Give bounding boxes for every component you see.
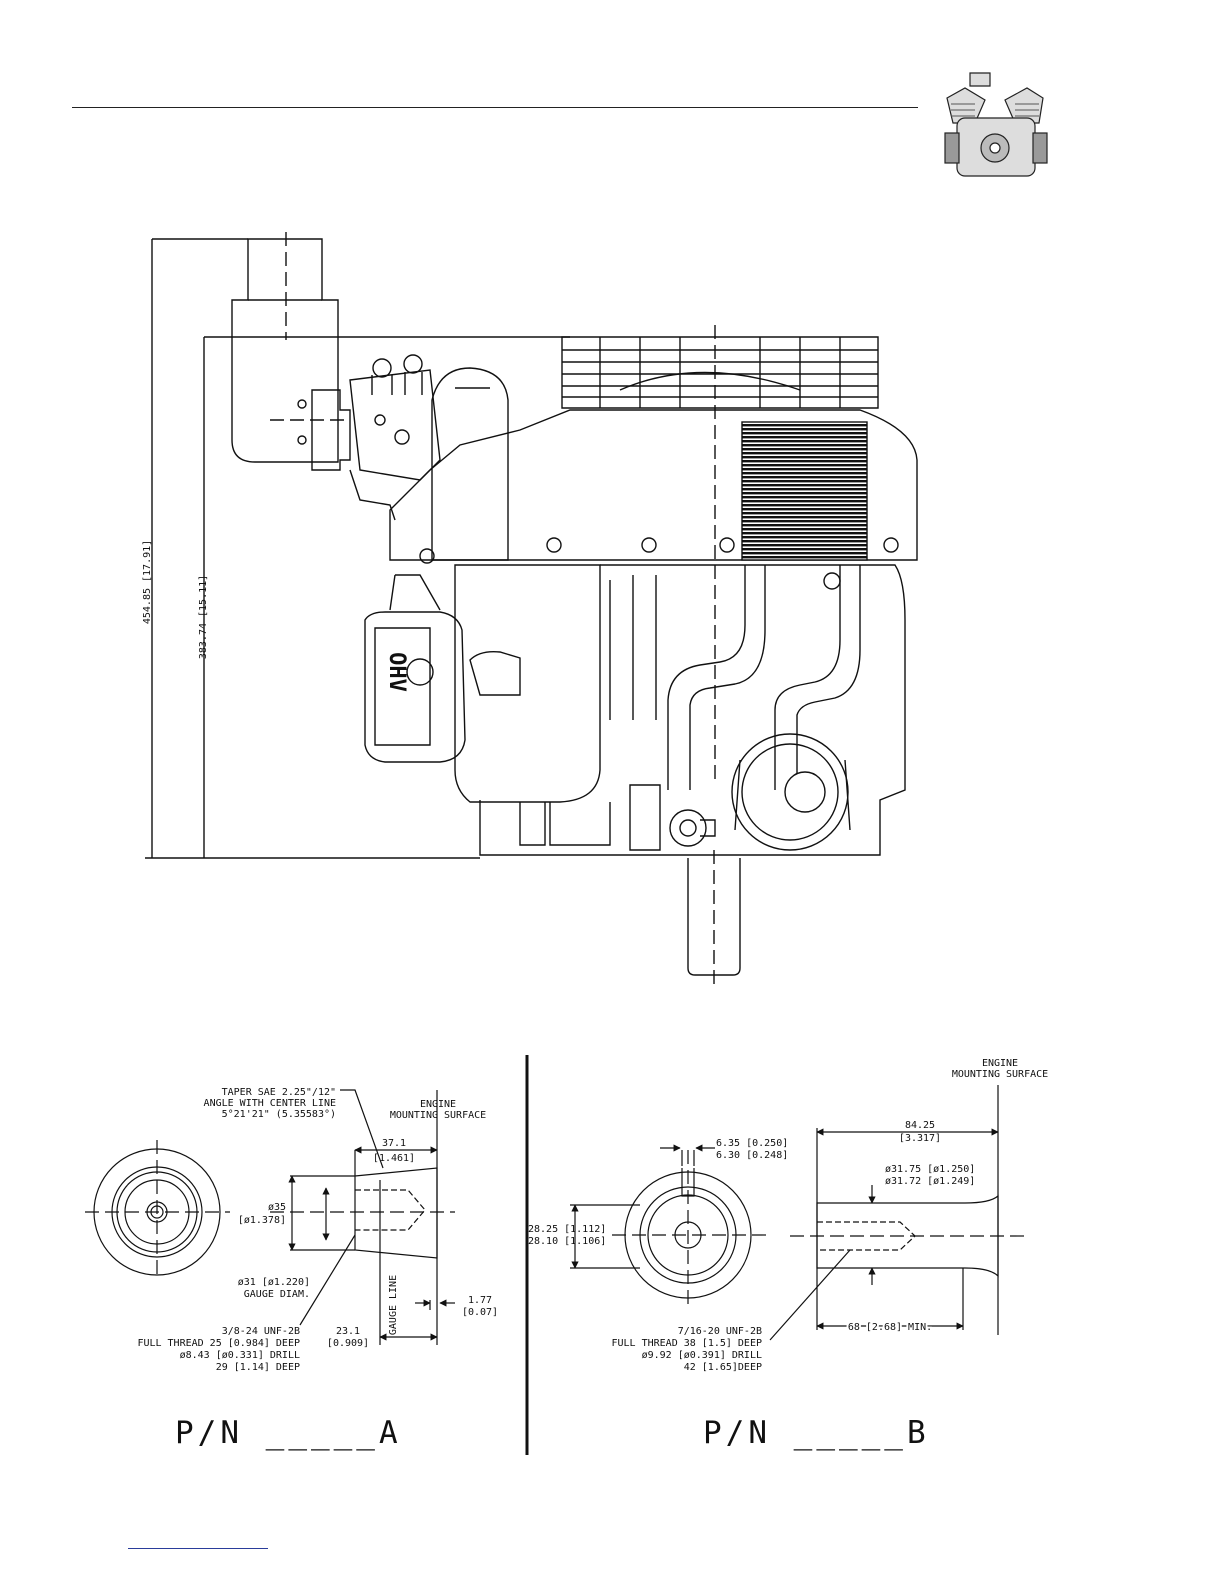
key-width-dim-2: 6.30 [0.248] bbox=[716, 1150, 788, 1161]
overall-height-dim: 454.85 [17.91] bbox=[142, 540, 153, 624]
part-number-b: P/N _____B bbox=[703, 1415, 930, 1451]
part-number-a: P/N _____A bbox=[175, 1415, 402, 1451]
gauge-len-dim-1: 23.1 bbox=[336, 1326, 360, 1337]
thread-note-a-2: FULL THREAD 25 [0.984] DEEP bbox=[137, 1338, 300, 1349]
length-dim-a-1: 37.1 bbox=[382, 1138, 406, 1149]
detail-b-labels: ENGINE MOUNTING SURFACE 6.35 [0.250] 6.3… bbox=[528, 1058, 1048, 1373]
diameter-dim-a-2: [ø1.378] bbox=[238, 1215, 286, 1226]
detail-b-drawing bbox=[570, 1085, 1025, 1341]
detail-a-drawing bbox=[85, 1089, 455, 1345]
offset-dim-1: 1.77 bbox=[468, 1295, 492, 1306]
thread-note-a-4: 29 [1.14] DEEP bbox=[216, 1362, 300, 1373]
footer-link-rule[interactable] bbox=[128, 1548, 268, 1549]
engine-side-view bbox=[145, 232, 918, 985]
taper-note-line-1: TAPER SAE 2.25"/12" bbox=[222, 1087, 336, 1098]
mounting-height-dim: 383.74 [15.11] bbox=[198, 575, 209, 659]
taper-note-line-3: 5°21'21" (5.35583°) bbox=[222, 1109, 336, 1120]
key-height-dim-2: 28.10 [1.106] bbox=[528, 1236, 606, 1247]
engine-surface-b-line-1: ENGINE bbox=[982, 1058, 1018, 1069]
engine-surface-a-line-2: MOUNTING SURFACE bbox=[390, 1110, 486, 1121]
engine-thumbnail-icon bbox=[944, 72, 1048, 177]
key-width-dim-1: 6.35 [0.250] bbox=[716, 1138, 788, 1149]
length-dim-a-2: [1.461] bbox=[373, 1153, 415, 1164]
thread-note-a-1: 3/8-24 UNF-2B bbox=[222, 1326, 300, 1337]
thread-note-b-3: ø9.92 [ø0.391] DRILL bbox=[642, 1350, 762, 1361]
diameter-dim-b-1: ø31.75 [ø1.250] bbox=[885, 1164, 975, 1175]
diameter-dim-a-1: ø35 bbox=[268, 1202, 286, 1213]
diameter-dim-b-2: ø31.72 [ø1.249] bbox=[885, 1176, 975, 1187]
key-height-dim-1: 28.25 [1.112] bbox=[528, 1224, 606, 1235]
engine-surface-a-line-1: ENGINE bbox=[420, 1099, 456, 1110]
min-len-dim: 68 [2.68] MIN. bbox=[848, 1322, 932, 1333]
gauge-dim-1: ø31 [ø1.220] bbox=[238, 1277, 310, 1288]
gauge-len-dim-2: [0.909] bbox=[327, 1338, 369, 1349]
gauge-dim-2: GAUGE DIAM. bbox=[244, 1289, 310, 1300]
gauge-line-label: GAUGE LINE bbox=[388, 1275, 399, 1335]
engine-surface-b-line-2: MOUNTING SURFACE bbox=[952, 1069, 1048, 1080]
offset-dim-2: [0.07] bbox=[462, 1307, 498, 1318]
detail-a-labels: TAPER SAE 2.25"/12" ANGLE WITH CENTER LI… bbox=[137, 1087, 498, 1373]
thread-note-b-1: 7/16-20 UNF-2B bbox=[678, 1326, 762, 1337]
valve-cover-mark: OHV bbox=[384, 652, 409, 692]
length-dim-b-1: 84.25 bbox=[905, 1120, 935, 1131]
taper-note-line-2: ANGLE WITH CENTER LINE bbox=[204, 1098, 336, 1109]
length-dim-b-2: [3.317] bbox=[899, 1133, 941, 1144]
thread-note-b-4: 42 [1.65]DEEP bbox=[684, 1362, 762, 1373]
thread-note-a-3: ø8.43 [ø0.331] DRILL bbox=[180, 1350, 300, 1361]
header-rule bbox=[72, 107, 918, 108]
thread-note-b-2: FULL THREAD 38 [1.5] DEEP bbox=[611, 1338, 762, 1349]
